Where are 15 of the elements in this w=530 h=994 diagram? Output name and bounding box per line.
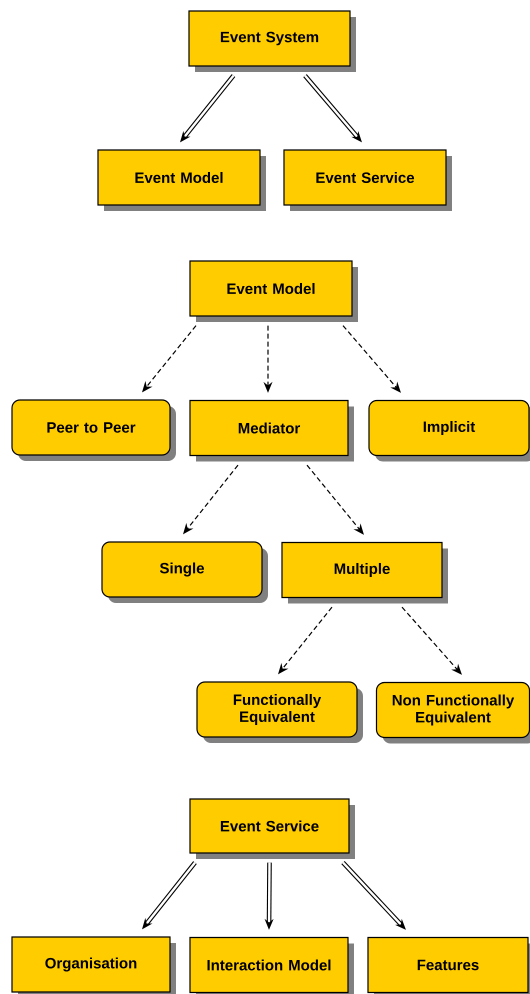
box: Organisation [11,936,176,994]
box: Event Service [283,149,452,211]
rounded-box: Single [101,541,268,603]
box: Features [367,936,530,994]
rounded-box: Implicit [368,400,530,462]
box: Event System [188,10,356,72]
box: Event Model [189,260,358,322]
box: Multiple [281,542,448,604]
box: Interaction Model [189,936,354,994]
box: Mediator [189,400,354,462]
rounded-box: Peer to Peer [11,399,176,461]
rounded-box: Functionally Equivalent [196,681,363,743]
box: Event Service [189,798,355,859]
rounded-box: Non Functionally Equivalent [376,682,530,744]
box: Event Model [97,149,266,211]
